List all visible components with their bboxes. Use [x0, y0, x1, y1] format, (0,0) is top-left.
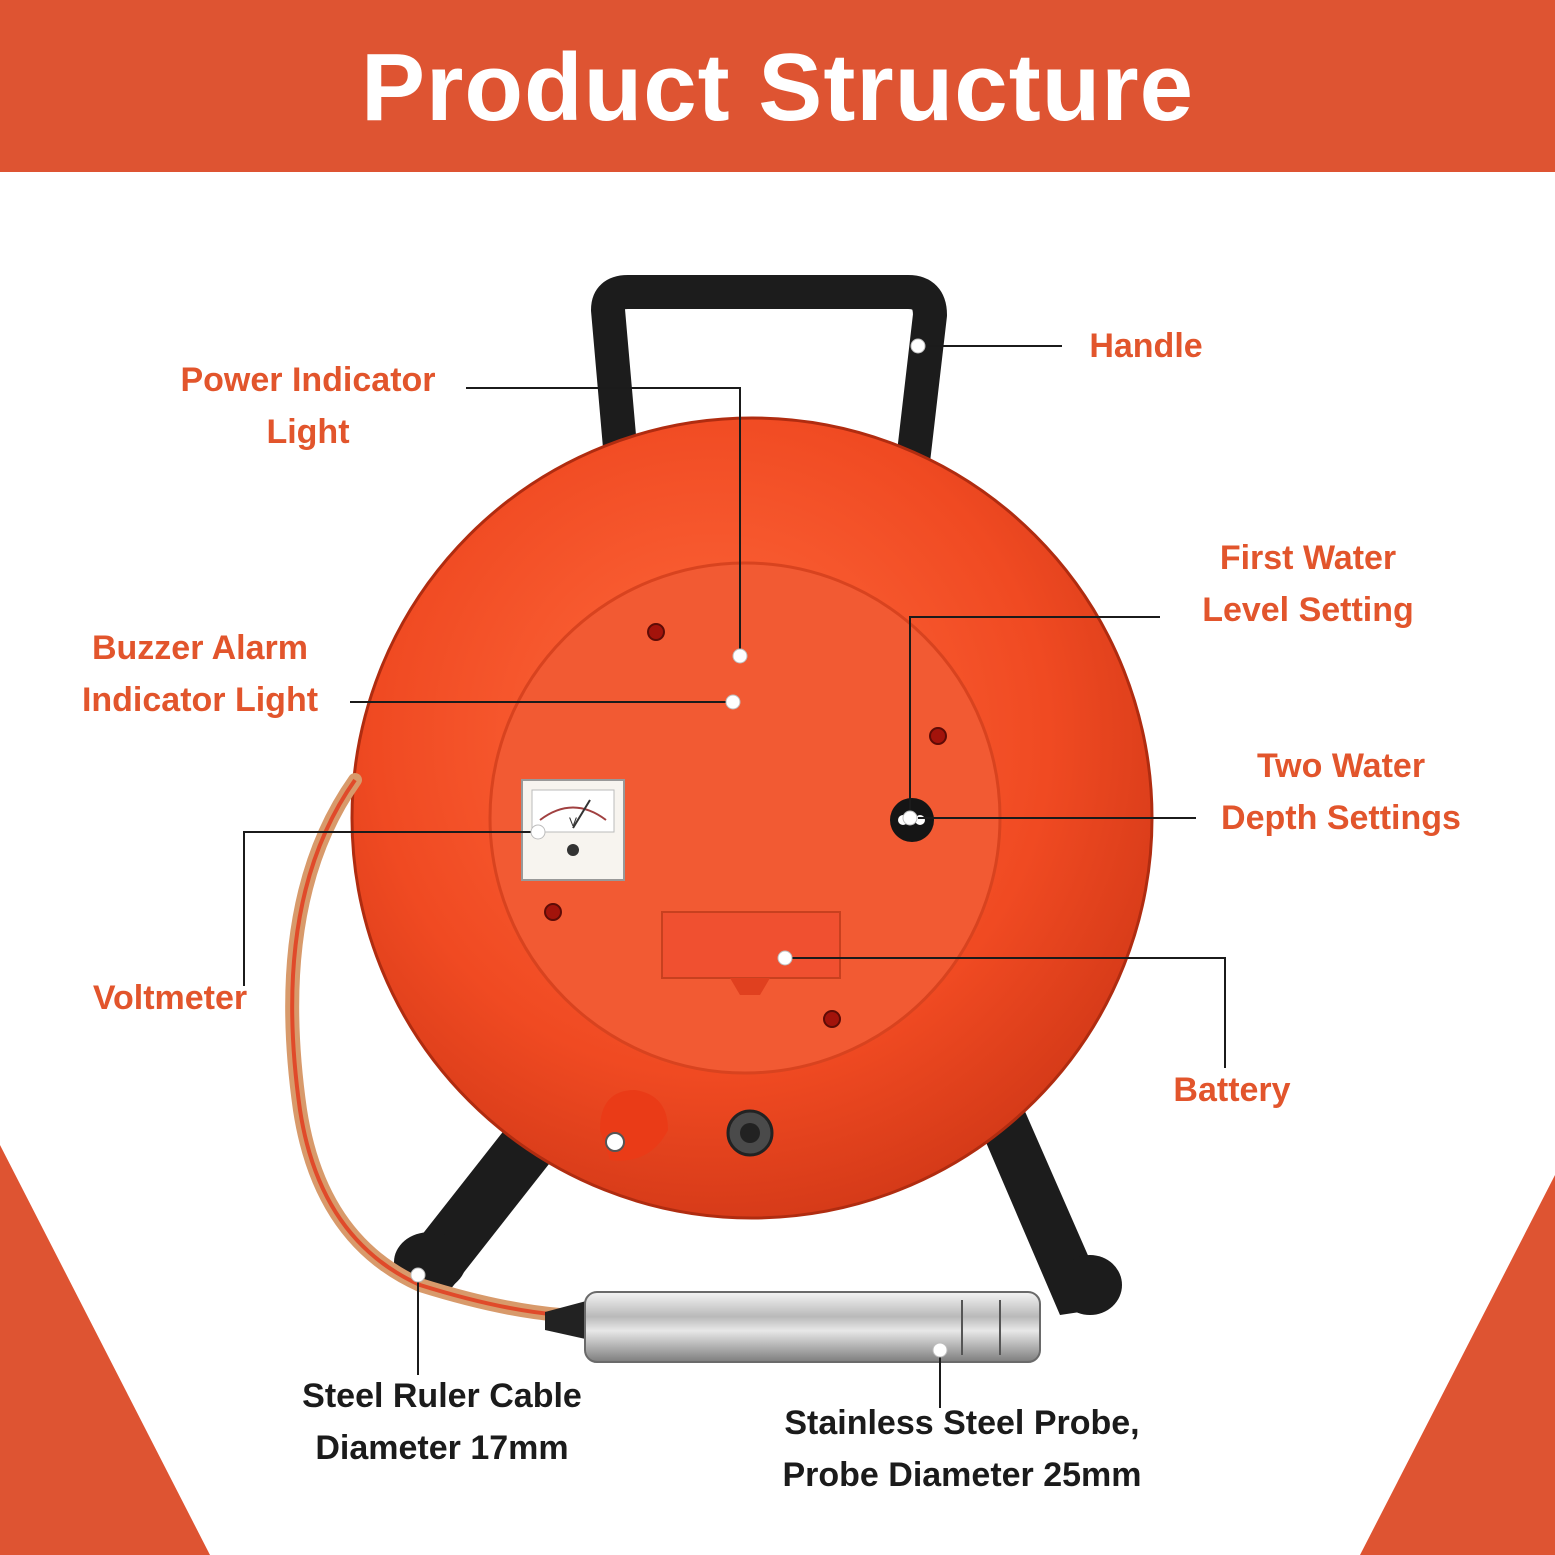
label-steel-ruler-cable-line2: Diameter 17mm: [315, 1429, 569, 1467]
label-handle: Handle: [1070, 320, 1222, 372]
label-battery: Battery: [1156, 1064, 1308, 1116]
label-power-indicator-line2: Light: [266, 413, 350, 451]
label-buzzer-alarm-line2: Indicator Light: [81, 681, 319, 719]
label-first-water-level-line2: Level Setting: [1202, 591, 1414, 629]
label-first-water-level-line1: First Water: [1219, 539, 1397, 577]
right-leg: [985, 1100, 1098, 1315]
label-voltmeter-line1: Voltmeter: [92, 979, 248, 1017]
indicator-light: [823, 1010, 841, 1028]
handle-frame: [591, 275, 947, 472]
leader-lines: [243, 345, 1226, 1408]
indicator-light: [929, 727, 947, 745]
label-power-indicator: Power Indicator Light: [150, 354, 466, 458]
stainless-steel-probe: [584, 1291, 1041, 1363]
probe-connector: [545, 1300, 590, 1340]
voltmeter-v-glyph: V: [569, 815, 577, 829]
label-voltmeter: Voltmeter: [72, 972, 268, 1024]
label-first-water-level: First Water Level Setting: [1170, 532, 1446, 636]
label-two-water-depth: Two Water Depth Settings: [1196, 740, 1486, 844]
indicator-light: [544, 903, 562, 921]
header-banner: Product Structure: [0, 0, 1555, 172]
label-stainless-probe-line2: Probe Diameter 25mm: [782, 1456, 1142, 1494]
label-buzzer-alarm: Buzzer Alarm Indicator Light: [54, 622, 346, 726]
label-buzzer-alarm-line1: Buzzer Alarm: [91, 629, 309, 667]
corner-triangle-right: [1360, 1175, 1555, 1555]
label-steel-ruler-cable-line1: Steel Ruler Cable: [302, 1377, 582, 1415]
label-two-water-depth-line2: Depth Settings: [1221, 799, 1461, 837]
label-power-indicator-line1: Power Indicator: [180, 361, 436, 399]
label-steel-ruler-cable: Steel Ruler Cable Diameter 17mm: [272, 1370, 612, 1474]
corner-triangle-left: [0, 1145, 210, 1555]
label-battery-line1: Battery: [1173, 1071, 1291, 1109]
indicator-light: [647, 623, 665, 641]
label-stainless-probe: Stainless Steel Probe, Probe Diameter 25…: [742, 1397, 1182, 1501]
callout-dots: [410, 338, 948, 1358]
page-title: Product Structure: [360, 34, 1195, 141]
label-stainless-probe-line1: Stainless Steel Probe,: [784, 1404, 1140, 1442]
battery-cover: [661, 911, 841, 979]
label-handle-line1: Handle: [1089, 327, 1203, 365]
label-two-water-depth-line1: Two Water: [1256, 747, 1426, 785]
